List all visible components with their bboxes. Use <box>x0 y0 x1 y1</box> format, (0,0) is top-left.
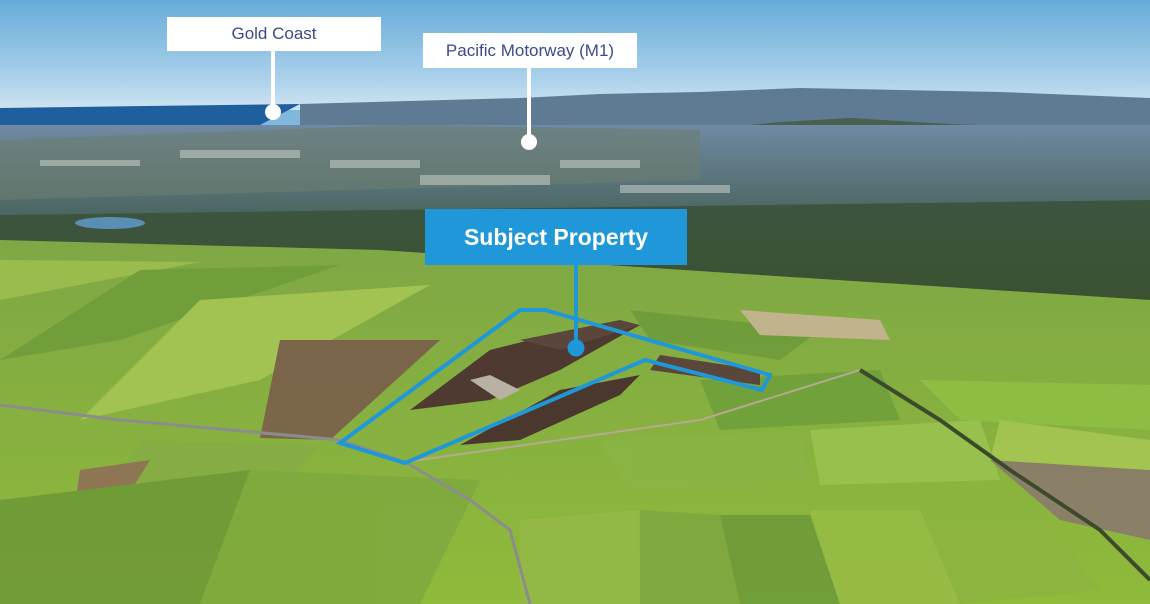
gold-coast-label: Gold Coast <box>167 17 381 51</box>
pacific-motorway-label-text: Pacific Motorway (M1) <box>445 40 615 60</box>
gold-coast-marker <box>265 104 281 120</box>
property-marker <box>567 339 585 357</box>
property-boundary <box>335 308 773 466</box>
gold-coast-label-text: Gold Coast <box>231 24 317 43</box>
pacific-motorway-label: Pacific Motorway (M1) <box>423 33 637 68</box>
motorway-marker <box>521 134 537 150</box>
subject-property-label-text: Subject Property <box>463 223 649 250</box>
lake <box>75 217 145 229</box>
subject-property-label: Subject Property <box>425 209 687 265</box>
